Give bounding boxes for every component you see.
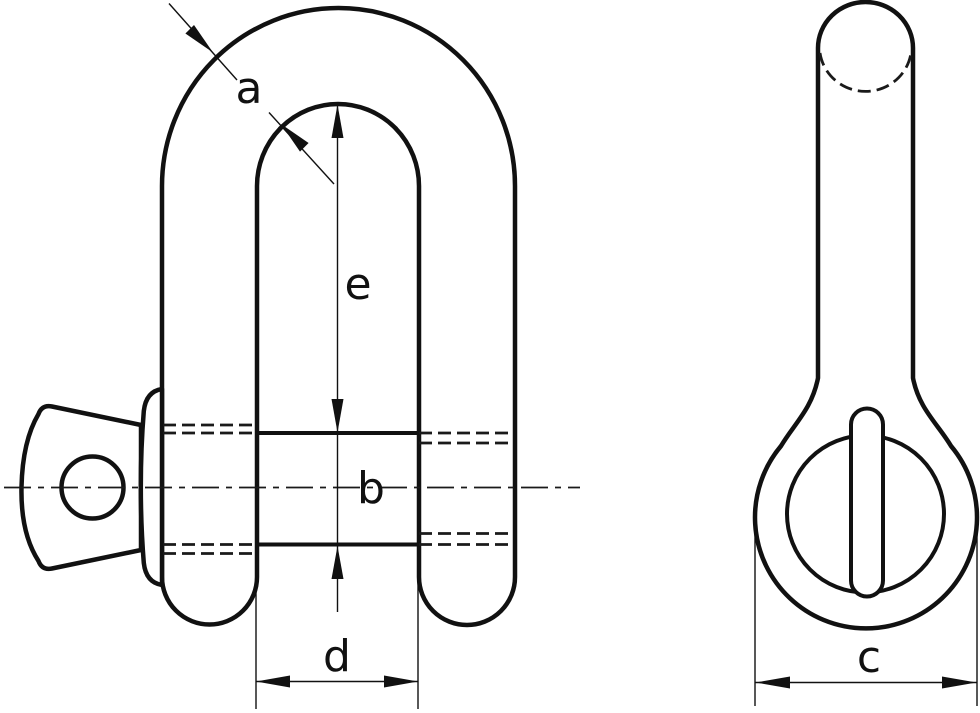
dim-e-arrow-down <box>331 399 344 433</box>
dim-d-arrow-right <box>384 675 418 688</box>
dim-d: d <box>255 547 419 709</box>
dim-a-arrow <box>281 124 309 152</box>
dim-a: a <box>168 3 335 185</box>
dim-c-label: c <box>857 632 881 683</box>
hidden-bar-section-arc <box>818 52 913 93</box>
dim-e-arrow-up <box>331 104 344 138</box>
pin-head-edge <box>849 406 885 599</box>
dim-e-label: e <box>344 259 371 310</box>
dim-e-b: e b <box>331 104 385 612</box>
dim-a-label: a <box>236 63 263 114</box>
dim-b-arrow-up <box>331 546 344 579</box>
front-view: a e b d <box>4 3 580 709</box>
dim-d-label: d <box>323 631 351 682</box>
dim-c-arrow-left <box>755 676 790 689</box>
dim-c-arrow-right <box>942 676 977 689</box>
shackle-body-outline <box>159 5 518 628</box>
dim-d-arrow-left <box>256 675 290 688</box>
dim-a-arrow <box>185 25 213 53</box>
dim-c: c <box>754 528 978 706</box>
dim-b-label: b <box>357 463 385 514</box>
side-view: c <box>752 0 980 706</box>
